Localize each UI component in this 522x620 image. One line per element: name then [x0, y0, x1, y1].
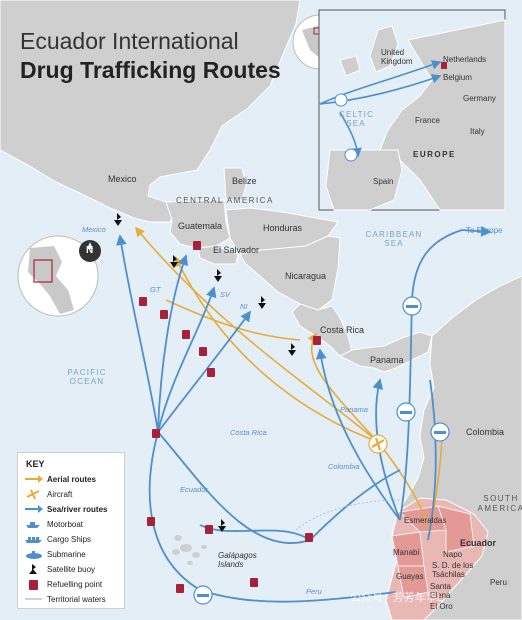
- nicaragua-land: [239, 235, 341, 311]
- label-mexico: Mexico: [108, 174, 137, 184]
- vessel-icons: [197, 305, 446, 597]
- blue-arrow-icon: [25, 505, 43, 513]
- motorboat-icon: [26, 522, 40, 528]
- route-label-mexico: Mexico: [82, 225, 106, 234]
- panama-land: [338, 331, 433, 373]
- route-label-peru: Peru: [306, 587, 322, 596]
- locator-box: [33, 259, 53, 283]
- compass-icon: [79, 240, 101, 262]
- vessel-markers: [193, 296, 450, 605]
- orange-arrow-icon: [25, 475, 43, 483]
- refuelling-points: [139, 241, 321, 593]
- label-to-europe: To Europe: [466, 226, 503, 235]
- inset-label-italy: Italy: [470, 127, 485, 136]
- key-item-territorial: Territorial waters: [18, 593, 124, 607]
- mexico-land: [0, 0, 301, 223]
- label-esmeraldas: Esmeraldas: [404, 516, 447, 525]
- aerial-routes: [134, 226, 443, 531]
- galapagos-islands: [172, 535, 207, 565]
- inset-label-france: France: [415, 116, 440, 125]
- route-label-costa-rica: Costa Rica: [230, 428, 267, 437]
- label-honduras: Honduras: [263, 223, 303, 233]
- el-salvador-land: [197, 245, 239, 265]
- label-colombia: Colombia: [466, 427, 505, 437]
- key-item-buoy: Satellite buoy: [18, 563, 124, 577]
- label-panama: Panama: [370, 355, 404, 365]
- ecuador-provinces: [391, 505, 475, 599]
- aircraft-icon: [371, 437, 385, 451]
- locator-globe-land: [28, 246, 74, 314]
- label-south-america: SOUTH AMERICA: [477, 494, 522, 513]
- label-el-salvador: El Salvador: [213, 245, 260, 255]
- inset-label-celtic-sea: CELTIC SEA: [339, 110, 375, 128]
- inset-label-spain: Spain: [373, 177, 394, 186]
- satellite-buoy-icon: [29, 564, 37, 574]
- territorial-waters: [295, 499, 401, 531]
- label-pacific-ocean: PACIFIC OCEAN: [67, 368, 107, 386]
- key-item-sea-routes: Sea/river routes: [18, 503, 124, 517]
- label-guatemala: Guatemala: [178, 221, 223, 231]
- route-label-gt: GT: [150, 285, 161, 294]
- label-manabi: Manabí: [393, 548, 420, 557]
- key-item-aircraft: Aircraft: [18, 488, 124, 502]
- label-napo: Napo: [443, 550, 463, 559]
- compass-label: N: [86, 245, 94, 256]
- watermark: 公众号 · 芳芳年华L: [350, 592, 443, 604]
- satellite-buoys: [114, 213, 296, 532]
- key-item-cargo: Cargo Ships: [18, 533, 124, 547]
- key-title: KEY: [26, 459, 45, 469]
- map-key: KEY Aerial routes Aircraft Sea/river rou…: [17, 452, 125, 609]
- label-galapagos: Galápagos Islands: [218, 551, 257, 569]
- belize-land: [223, 167, 247, 201]
- europe-inset: United Kingdom Netherlands Belgium Germa…: [319, 10, 505, 210]
- label-nicaragua: Nicaragua: [285, 271, 327, 281]
- inset-label-europe: EUROPE: [413, 150, 456, 159]
- label-santo-domingo: S. D. de los Tsáchilas: [432, 561, 474, 579]
- route-label-panama: Panama: [340, 405, 368, 414]
- label-costa-rica: Costa Rica: [320, 325, 365, 335]
- label-caribbean-sea: CARIBBEAN SEA: [365, 230, 423, 248]
- fuel-can-icon: [29, 580, 38, 590]
- label-belize: Belize: [232, 176, 257, 186]
- key-item-aerial: Aerial routes: [18, 473, 124, 487]
- inset-fuel: [441, 62, 447, 69]
- key-item-submarine: Submarine: [18, 548, 124, 562]
- label-ecuador: Ecuador: [460, 538, 497, 548]
- title-line-2: Drug Trafficking Routes: [20, 57, 281, 83]
- label-guayas: Guayas: [396, 572, 424, 581]
- inset-label-netherlands: Netherlands: [443, 55, 487, 64]
- route-label-ni: NI: [240, 302, 248, 311]
- label-santa-elena: Santa Elena: [430, 582, 451, 600]
- inset-ships: [334, 93, 358, 162]
- inset-routes: [319, 60, 442, 158]
- label-peru: Peru: [490, 578, 507, 587]
- submarine-icon: [26, 551, 42, 559]
- aircraft-icon: [26, 489, 40, 500]
- inset-label-uk: United Kingdom: [381, 48, 413, 66]
- inset-land: [325, 19, 506, 211]
- cargo-ship-icon: [25, 537, 42, 543]
- key-item-motorboat: Motorboat: [18, 518, 124, 532]
- label-el-oro: El Oro: [430, 602, 453, 611]
- inset-label-germany: Germany: [463, 94, 496, 103]
- territorial-waters-icon: [25, 598, 42, 600]
- key-item-refuel: Refuelling point: [18, 578, 124, 592]
- inset-label-belgium: Belgium: [443, 73, 472, 82]
- label-central-america: CENTRAL AMERICA: [176, 196, 274, 205]
- route-label-sv: SV: [220, 290, 231, 299]
- title-line-1: Ecuador International: [20, 28, 239, 54]
- route-label-ecuador: Ecuador: [180, 485, 208, 494]
- route-label-colombia: Colombia: [328, 462, 360, 471]
